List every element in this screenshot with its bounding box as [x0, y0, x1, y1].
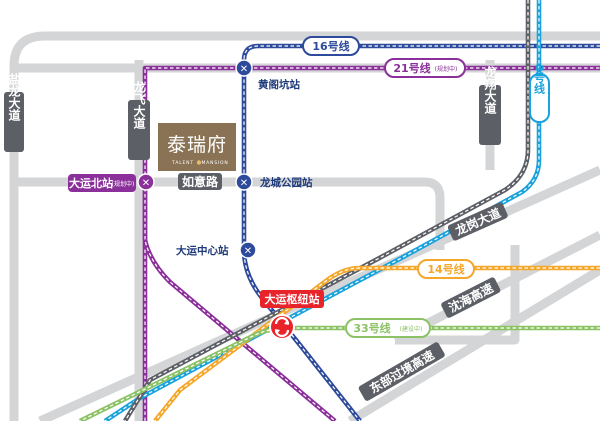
- road-label-longfei-text: 龙飞大道: [132, 80, 146, 130]
- line3-label: 3号线: [529, 64, 550, 123]
- road-network: [9, 31, 600, 421]
- svg-text:3号线: 3号线: [533, 64, 546, 94]
- metro-icon: ✕: [239, 241, 257, 259]
- metro-icon: ✕: [235, 173, 253, 191]
- road-label-yanlong-text: 盐龙大道: [7, 72, 21, 122]
- svg-text:(建设中): (建设中): [400, 325, 423, 333]
- svg-text:(规划中): (规划中): [112, 180, 135, 188]
- rail-lines: [78, 0, 600, 421]
- road-label-ruyi-text: 如意路: [182, 174, 219, 189]
- metro-icon: ✕: [137, 173, 155, 191]
- road-label-shenhai: 沈海高速: [441, 277, 501, 318]
- road-label-ruyi: 如意路: [178, 173, 222, 190]
- project-name-en-left: TALENT: [171, 160, 194, 166]
- project-name-cn: 泰瑞府: [167, 134, 227, 156]
- svg-text:21号线: 21号线: [393, 61, 430, 75]
- road-label-longxiang-text: 龙翔大道: [483, 65, 497, 115]
- station-dayun-north: 大运北站 (规划中): [68, 174, 136, 192]
- line21-label: 21号线 (规划中): [384, 58, 466, 78]
- road-ruyi: [10, 177, 445, 250]
- station-dayun-hub-label: 大运枢纽站: [260, 290, 324, 308]
- svg-text:14号线: 14号线: [427, 262, 464, 276]
- project-name-en-right: MANSION: [201, 160, 228, 166]
- station-dayun-center: 大运中心站: [176, 244, 229, 257]
- project-logo: 泰瑞府 TALENT MANSION: [158, 123, 236, 171]
- road-label-longxiang: 龙翔大道: [479, 65, 501, 145]
- line14-label: 14号线: [417, 259, 475, 279]
- metro-icon: ✕: [235, 59, 253, 77]
- road-label-longgang-text: 龙岗大道: [453, 205, 503, 238]
- road-label-yanlong: 盐龙大道: [4, 72, 24, 152]
- road-dongbu: [347, 266, 600, 421]
- svg-text:(规划中): (规划中): [435, 65, 458, 73]
- svg-text:✕: ✕: [240, 178, 248, 189]
- svg-text:大运北站: 大运北站: [69, 176, 113, 190]
- project-dot-icon: [196, 160, 202, 165]
- svg-text:✕: ✕: [244, 246, 252, 257]
- line33-label: 33号线 (建设中): [345, 318, 431, 338]
- line14-track: [153, 265, 600, 421]
- station-huangge: 黄阁坑站: [258, 78, 300, 91]
- svg-text:16号线: 16号线: [312, 39, 349, 53]
- svg-text:33号线: 33号线: [353, 321, 390, 335]
- svg-text:✕: ✕: [142, 178, 150, 189]
- station-longcheng: 龙城公园站: [259, 176, 313, 189]
- svg-text:大运枢纽站: 大运枢纽站: [265, 292, 320, 306]
- svg-text:✕: ✕: [240, 64, 248, 75]
- hub-interchange-icon: [269, 314, 295, 340]
- road-label-longfei: 龙飞大道: [128, 80, 150, 160]
- road-label-longgang: 龙岗大道: [447, 202, 508, 241]
- line16-label: 16号线: [302, 36, 360, 56]
- road-outer-frame: [9, 31, 600, 421]
